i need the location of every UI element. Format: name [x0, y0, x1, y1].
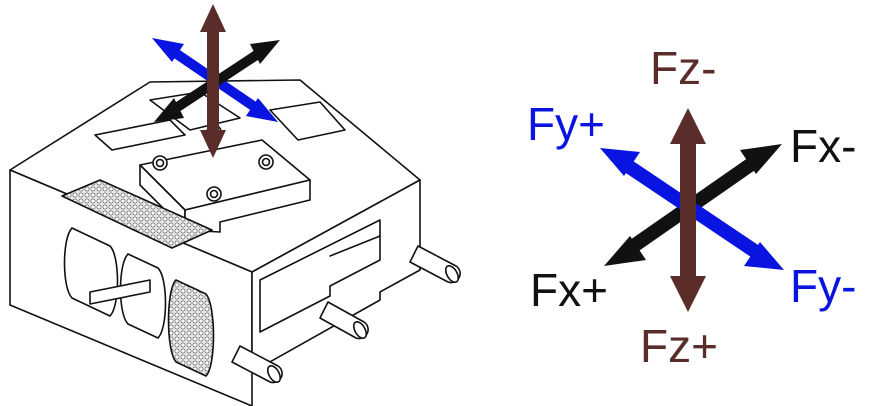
axis-labels: Fz- Fy+ Fx- Fx+ Fy- Fz+ — [527, 42, 856, 372]
top-slot-right — [269, 101, 346, 141]
label-fy-plus: Fy+ — [527, 98, 605, 150]
label-fz-minus: Fz- — [650, 42, 716, 94]
load-cell-drawing — [9, 79, 461, 406]
window-mesh-right — [167, 279, 215, 377]
top-slot-left — [149, 91, 241, 131]
axis-legend-arrows — [600, 108, 784, 312]
strain-gauge-strip — [61, 179, 213, 249]
fz-arrow — [670, 108, 706, 312]
mounting-pins — [231, 245, 461, 384]
label-fz-plus: Fz+ — [640, 320, 718, 372]
label-fx-minus: Fx- — [790, 120, 856, 172]
cell-force-arrows — [152, 4, 280, 158]
cell-fz-arrow — [200, 4, 226, 158]
label-fx-plus: Fx+ — [530, 264, 608, 316]
label-fy-minus: Fy- — [790, 260, 856, 312]
window-middle — [119, 253, 167, 339]
